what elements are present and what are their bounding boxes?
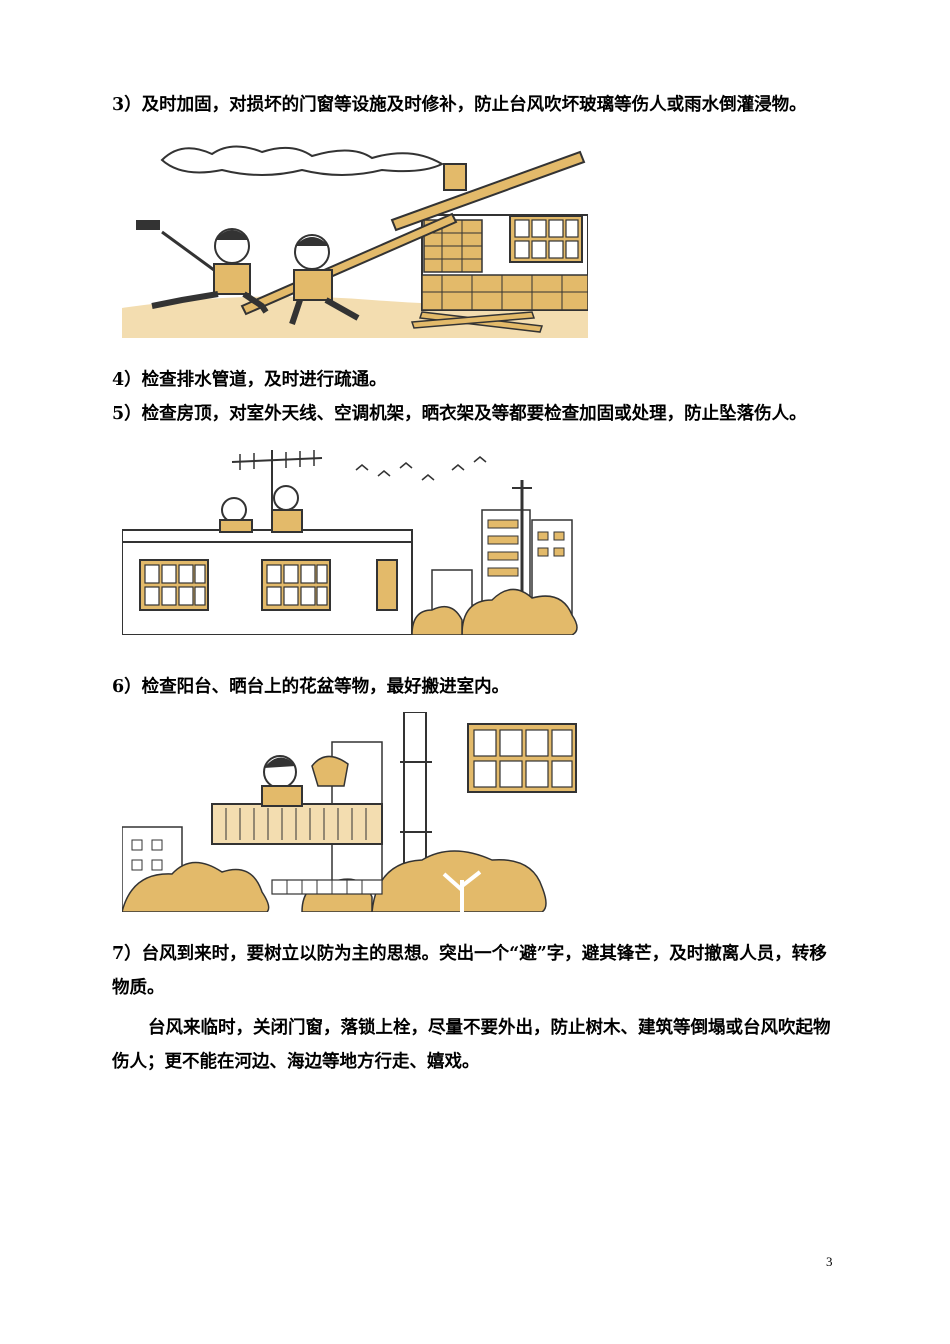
- illustration-repair-house: [122, 140, 588, 338]
- item-6-text: 6）检查阳台、晒台上的花盆等物，最好搬进室内。: [112, 677, 510, 697]
- item-5-text: 5）检查房顶，对室外天线、空调机架，晒衣架及等都要检查加固或处理，防止坠落伤人。: [112, 404, 807, 424]
- illustration-check-roof: [122, 440, 582, 635]
- illustration-balcony-flowerpot: [122, 712, 582, 912]
- item-4-text: 4）检查排水管道，及时进行疏通。: [112, 370, 387, 390]
- page-number: 3: [826, 1254, 833, 1269]
- typhoon-advice-paragraph: 台风来临时，关闭门窗，落锁上栓，尽量不要外出，防止树木、建筑等倒塌或台风吹起物伤…: [112, 1018, 831, 1072]
- item-3-text: 3）及时加固，对损坏的门窗等设施及时修补，防止台风吹坏玻璃等伤人或雨水倒灌浸物。: [112, 95, 807, 115]
- item-7-text: 7）台风到来时，要树立以防为主的思想。突出一个“避”字，避其锋芒，及时撤离人员，…: [112, 944, 827, 998]
